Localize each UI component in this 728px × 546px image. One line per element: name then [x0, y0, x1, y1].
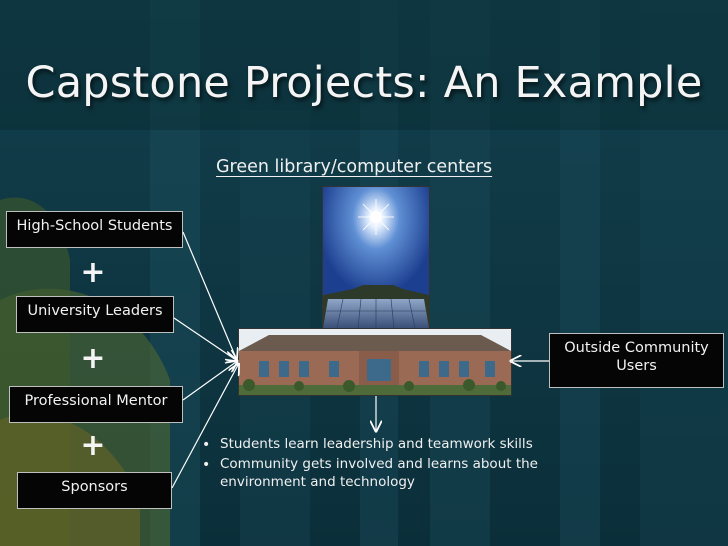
plus-sign-1: + — [80, 255, 106, 290]
outcome-bullets: • Students learn leadership and teamwork… — [202, 436, 562, 491]
outside-community-line1: Outside Community — [564, 340, 709, 356]
outside-community-line2: Users — [616, 358, 657, 375]
solar-panel-photo — [322, 186, 430, 329]
box-university-leaders-label: University Leaders — [27, 303, 163, 319]
box-sponsors: Sponsors — [17, 472, 172, 509]
bullet-dot: • — [202, 456, 211, 473]
slide-title: Capstone Projects: An Example — [25, 58, 703, 108]
bullet-text-community: Community gets involved and learns about… — [220, 455, 538, 490]
bullet-item-students: • Students learn leadership and teamwork… — [202, 436, 562, 454]
bullet-dot: • — [202, 437, 211, 453]
box-high-school-students: High-School Students — [6, 211, 183, 248]
bullet-text-students: Students learn leadership and teamwork s… — [220, 436, 533, 452]
bullet-item-community: • Community gets involved and learns abo… — [202, 456, 560, 492]
plus-sign-3: + — [80, 428, 106, 463]
box-outside-community-users: Outside Community Users — [549, 333, 724, 388]
box-university-leaders: University Leaders — [16, 296, 174, 333]
box-professional-mentor: Professional Mentor — [9, 386, 183, 423]
box-sponsors-label: Sponsors — [61, 479, 128, 495]
library-building-photo — [238, 328, 512, 396]
box-professional-mentor-label: Professional Mentor — [24, 393, 168, 409]
plus-sign-2: + — [80, 341, 106, 376]
box-high-school-students-label: High-School Students — [16, 218, 173, 234]
slide-subtitle: Green library/computer centers — [216, 157, 493, 177]
